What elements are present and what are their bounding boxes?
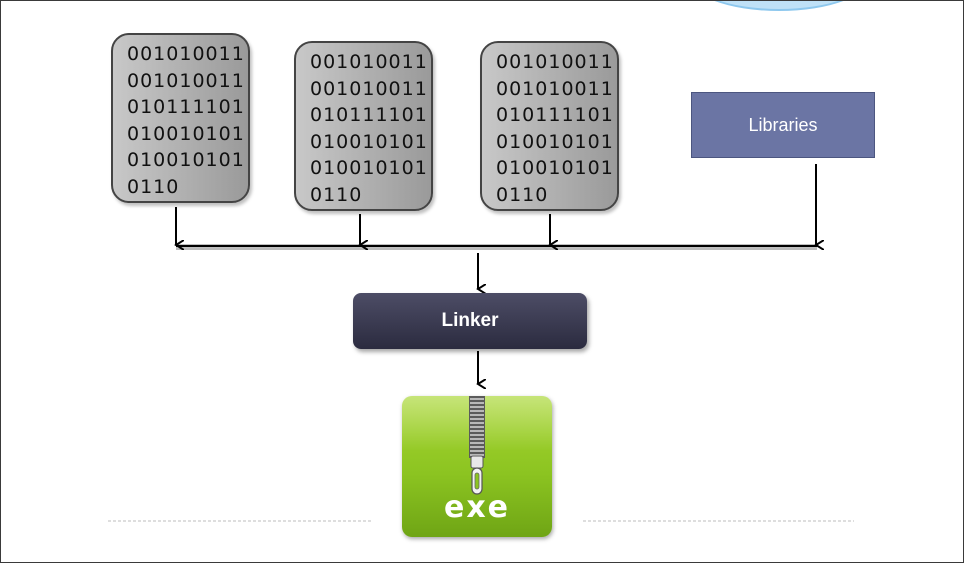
zip-archive-icon: exe: [402, 396, 552, 537]
binary-line: 001010011: [310, 51, 428, 73]
binary-line: 0110: [310, 183, 363, 206]
libraries-label: Libraries: [748, 114, 818, 135]
binary-line: 001010011: [127, 43, 245, 65]
binary-line: 010010101: [496, 157, 614, 179]
binary-line: 0110: [127, 175, 180, 198]
object-file-1: 001010011 001010011 010111101 010010101 …: [111, 33, 250, 203]
binary-line: 010010101: [310, 130, 428, 153]
binary-line: 001010011: [496, 51, 614, 73]
libraries-box: Libraries: [691, 92, 875, 158]
binary-line: 010111101: [310, 104, 428, 126]
binary-line: 001010011: [310, 77, 428, 100]
binary-line: 010010101: [127, 149, 245, 171]
binary-line: 010010101: [127, 122, 245, 145]
exe-label: exe: [443, 490, 511, 525]
binary-line: 010111101: [127, 96, 245, 118]
zipper-graphic: [402, 396, 552, 495]
binary-line: 010010101: [310, 157, 428, 179]
binary-line: 001010011: [127, 69, 245, 92]
binary-line: 010010101: [496, 130, 614, 153]
object-file-2: 001010011 001010011 010111101 010010101 …: [294, 41, 433, 211]
binary-line: 001010011: [496, 77, 614, 100]
linker-box: Linker: [353, 293, 587, 349]
binary-line: 010111101: [496, 104, 614, 126]
binary-line: 0110: [496, 183, 549, 206]
linker-label: Linker: [441, 310, 499, 331]
object-file-3: 001010011 001010011 010111101 010010101 …: [480, 41, 619, 211]
